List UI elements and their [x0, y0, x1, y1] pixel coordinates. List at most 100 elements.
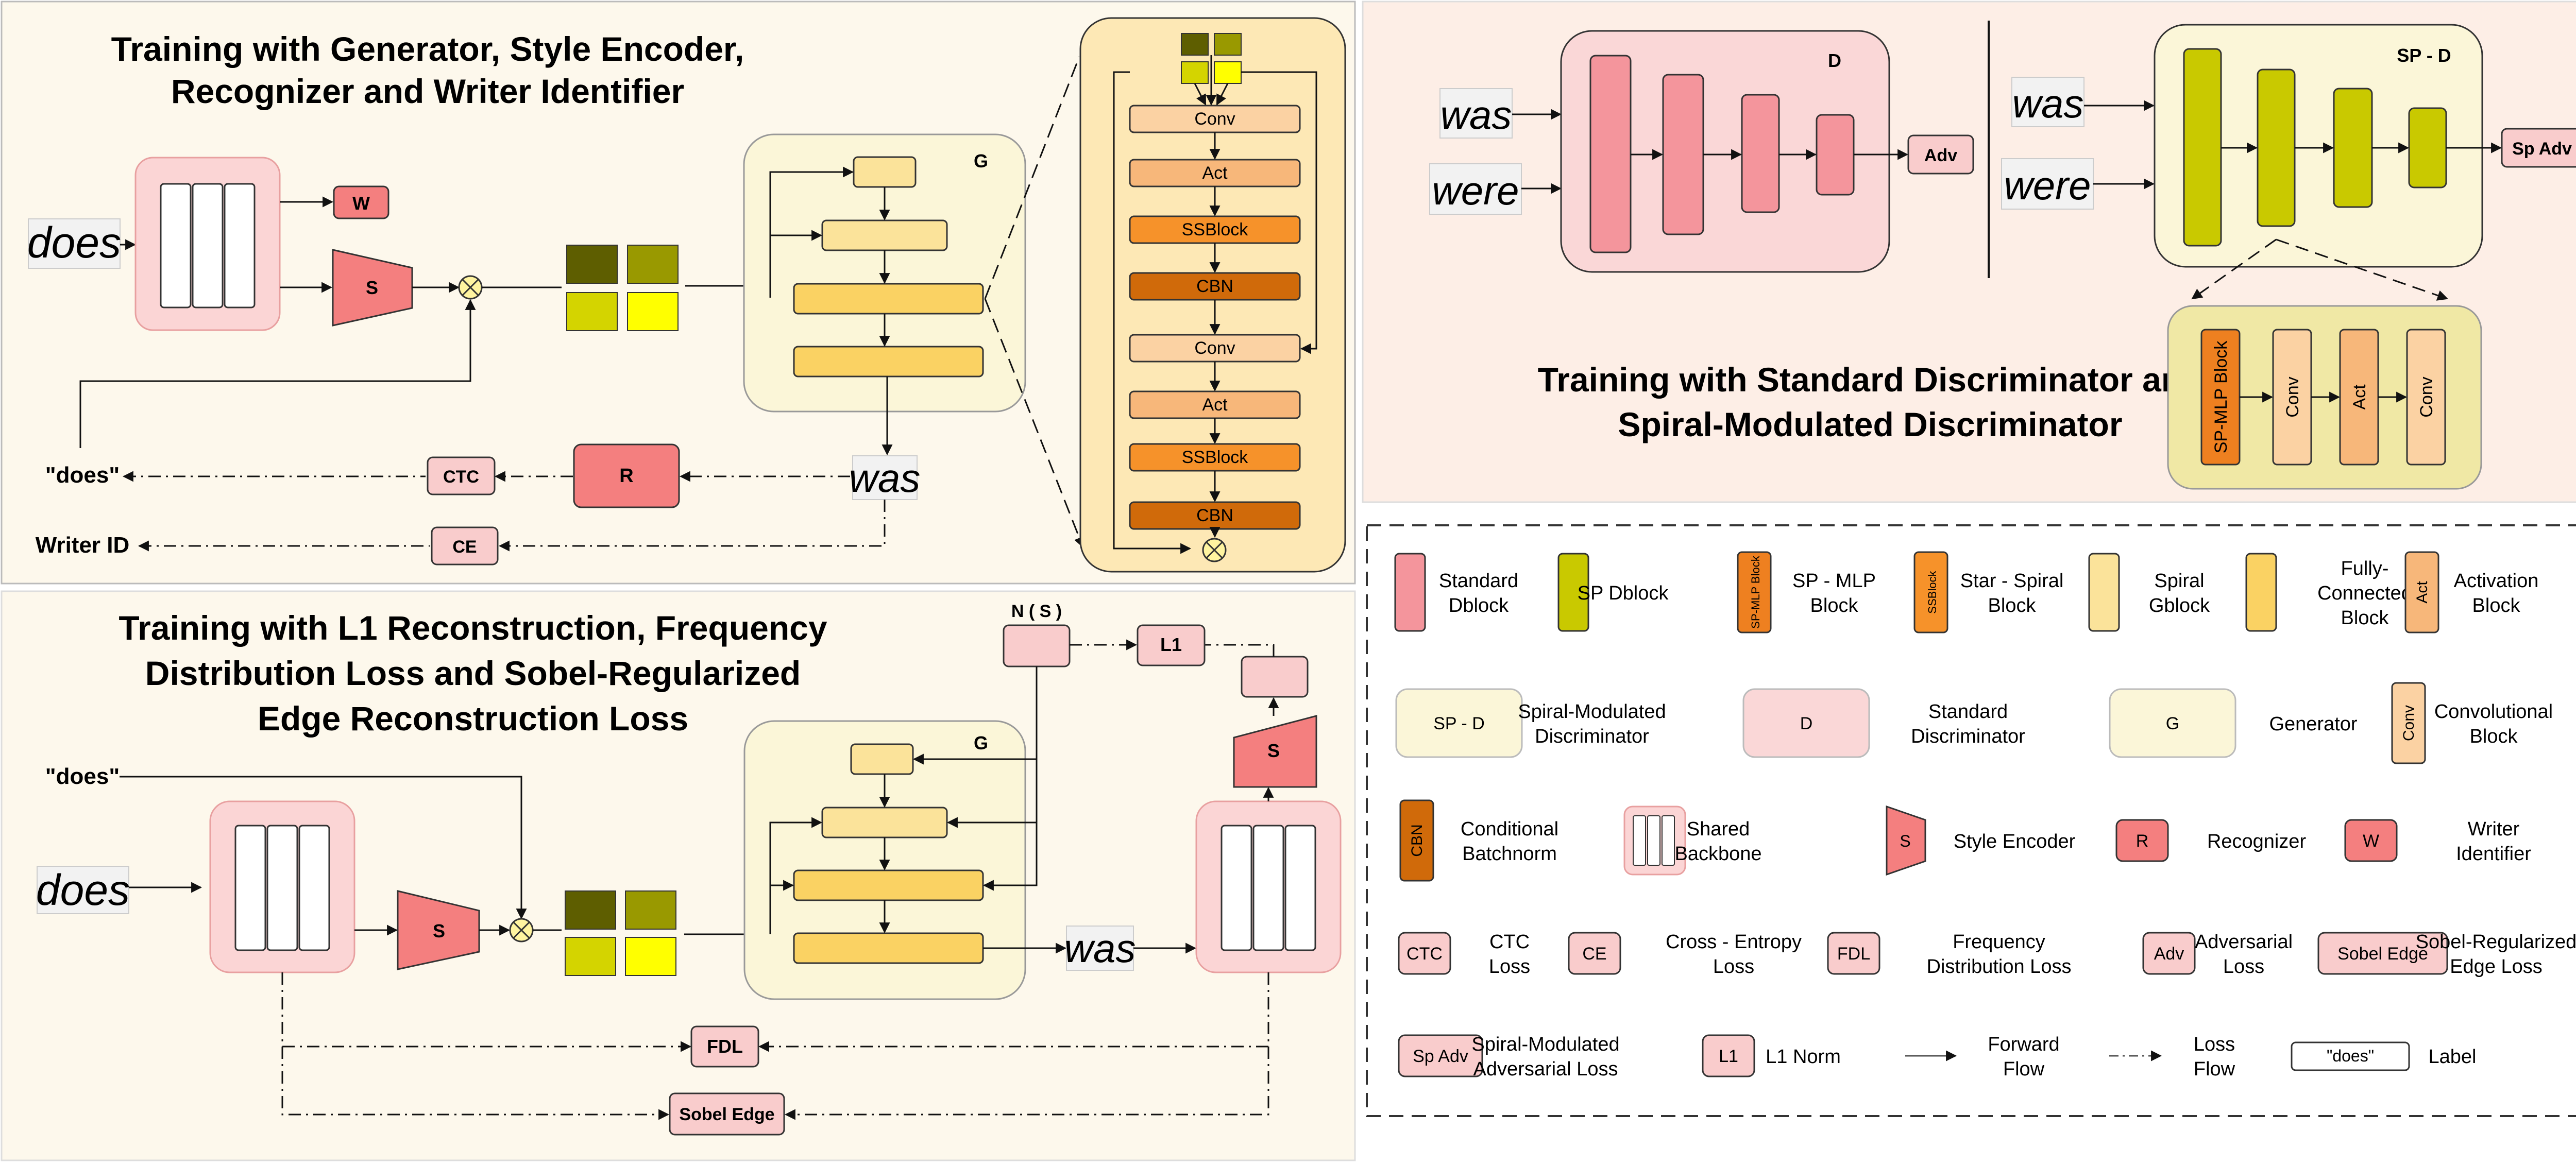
tr-adv-box [1907, 134, 1974, 175]
tr-spiral-discriminator [2154, 24, 2483, 268]
tl-gen-block-2 [821, 219, 948, 251]
bl-ns-to-g-3 [982, 759, 1038, 891]
legend-item-7-icon [2404, 551, 2439, 633]
bl-style-encoder-label: S [433, 920, 445, 941]
legend-item-10-text-1: Generator [2269, 713, 2357, 735]
tl-backbone-col-2 [192, 183, 224, 309]
legend-item-17-text-2: Loss [1489, 956, 1530, 978]
bl-rbackbone-col-3 [1284, 825, 1316, 951]
tl-detail-bypass-left [1113, 71, 1192, 554]
bl-gen-skip-2 [769, 817, 823, 885]
bl-lossflow-left-sobel [281, 1047, 670, 1120]
tl-style-quad-4 [627, 292, 679, 331]
legend-item-20-text-2: Loss [2223, 956, 2264, 978]
tr-spdblock-2 [2257, 68, 2296, 227]
legend-item-6-text-3: Block [2341, 607, 2389, 629]
legend-item-4-icon [1913, 551, 1948, 633]
tr-standard-discriminator [1560, 30, 1890, 273]
top-left-title-line2: Recognizer and Writer Identifier [171, 72, 684, 110]
tl-ctc-label: CTC [443, 467, 479, 487]
legend-item-2: SP Dblock [1557, 553, 1669, 632]
legend-item-10-icon-label: G [2166, 714, 2179, 733]
legend-item-11-text-1: Convolutional [2434, 701, 2553, 723]
tl-detail-arrow-quad-2 [1216, 83, 1229, 106]
tl-gen-block-3 [793, 283, 984, 315]
tl-detail-block-label-8: CBN [1196, 506, 1233, 525]
tr-dblock-1 [1589, 55, 1632, 253]
legend-item-11-icon-label: Conv [2400, 705, 2417, 741]
tr-zoom-line-left [2191, 238, 2277, 300]
tl-detail-quad-1 [1181, 33, 1209, 56]
tr-sp-adv-label: Sp Adv [2512, 139, 2572, 159]
tr-adv-label: Adv [1924, 146, 1957, 165]
bl-style-encoder-2-label: S [1267, 740, 1280, 761]
tl-style-quad-1 [566, 245, 618, 284]
tr-title-line1: Training with Standard Discriminator and [1538, 361, 2203, 399]
legend-item-1-text-1: Standard [1439, 570, 1518, 592]
tr-spd-detail-block-4 [2406, 329, 2446, 466]
legend-item-1-text-2: Dblock [1449, 595, 1509, 616]
legend-item-6-text-2: Connected [2317, 582, 2412, 604]
bl-gen-block-4 [793, 932, 984, 964]
bl-ns-box [1003, 624, 1071, 667]
legend-item-14-icon-label: S [1900, 832, 1910, 850]
tr-spd-word-were-box [2001, 158, 2094, 210]
legend-item-18-icon-label: CE [1582, 944, 1606, 964]
tl-line-writer-to-mult [79, 299, 476, 448]
tl-backbone-col-3 [224, 183, 256, 309]
tl-output-word-box [852, 455, 918, 500]
tl-output-word: was [849, 455, 921, 501]
legend-item-23-icon-label: L1 [1719, 1047, 1738, 1066]
bl-style-quad-1 [565, 890, 616, 930]
tl-detail-multiply-cross [1206, 541, 1223, 559]
tl-ce-box [431, 526, 499, 566]
bl-title-line3: Edge Reconstruction Loss [258, 699, 688, 738]
tl-backbone-col-1 [160, 183, 192, 309]
legend-item-12-icon-label: CBN [1409, 824, 1426, 856]
tl-ce-label: CE [452, 537, 477, 557]
bl-output-word: was [1064, 926, 1136, 971]
bl-title-line1: Training with L1 Reconstruction, Frequen… [118, 609, 827, 647]
legend-item-6-text-1: Fully- [2341, 558, 2389, 579]
tl-style-encoder [332, 249, 413, 327]
bl-style-quad-4 [625, 937, 676, 976]
legend-item-26: "does"Label [2291, 1041, 2476, 1071]
tr-spd-word-were: were [2004, 163, 2091, 208]
tr-zoom-line-right [2276, 238, 2448, 301]
bl-gen-block-2 [821, 807, 948, 838]
tl-writer-id-label: Writer ID [36, 533, 130, 558]
legend-item-17-text-1: CTC [1489, 931, 1530, 953]
legend-item-14-icon [1886, 805, 1926, 876]
tl-detail-block-label-6: Act [1202, 395, 1228, 415]
tl-gen-block-1 [853, 156, 917, 188]
tr-spd-word-was: was [2012, 81, 2084, 126]
bl-l1-box [1137, 624, 1206, 666]
bl-fdl-label: FDL [707, 1036, 743, 1057]
legend-item-5-text-2: Gblock [2149, 595, 2210, 616]
bl-style-encoder-2 [1233, 715, 1317, 788]
bl-lossflow-right-sobel [784, 1047, 1269, 1120]
legend-item-13-col [1662, 815, 1675, 866]
tr-dblock-4 [1816, 114, 1855, 196]
legend-item-8-icon-label: SP - D [1433, 714, 1485, 733]
bl-l1-label: L1 [1160, 634, 1182, 655]
tl-style-quad-3 [566, 292, 618, 331]
legend-item-22-text-2: Adversarial Loss [1473, 1058, 1618, 1080]
tr-dblock-2 [1662, 74, 1704, 235]
legend-item-19-text-2: Distribution Loss [1927, 956, 2072, 978]
tl-writer-identifier-box [333, 185, 389, 219]
bl-sobel-box [669, 1092, 785, 1136]
legend-item-12-text-2: Batchnorm [1462, 843, 1557, 865]
